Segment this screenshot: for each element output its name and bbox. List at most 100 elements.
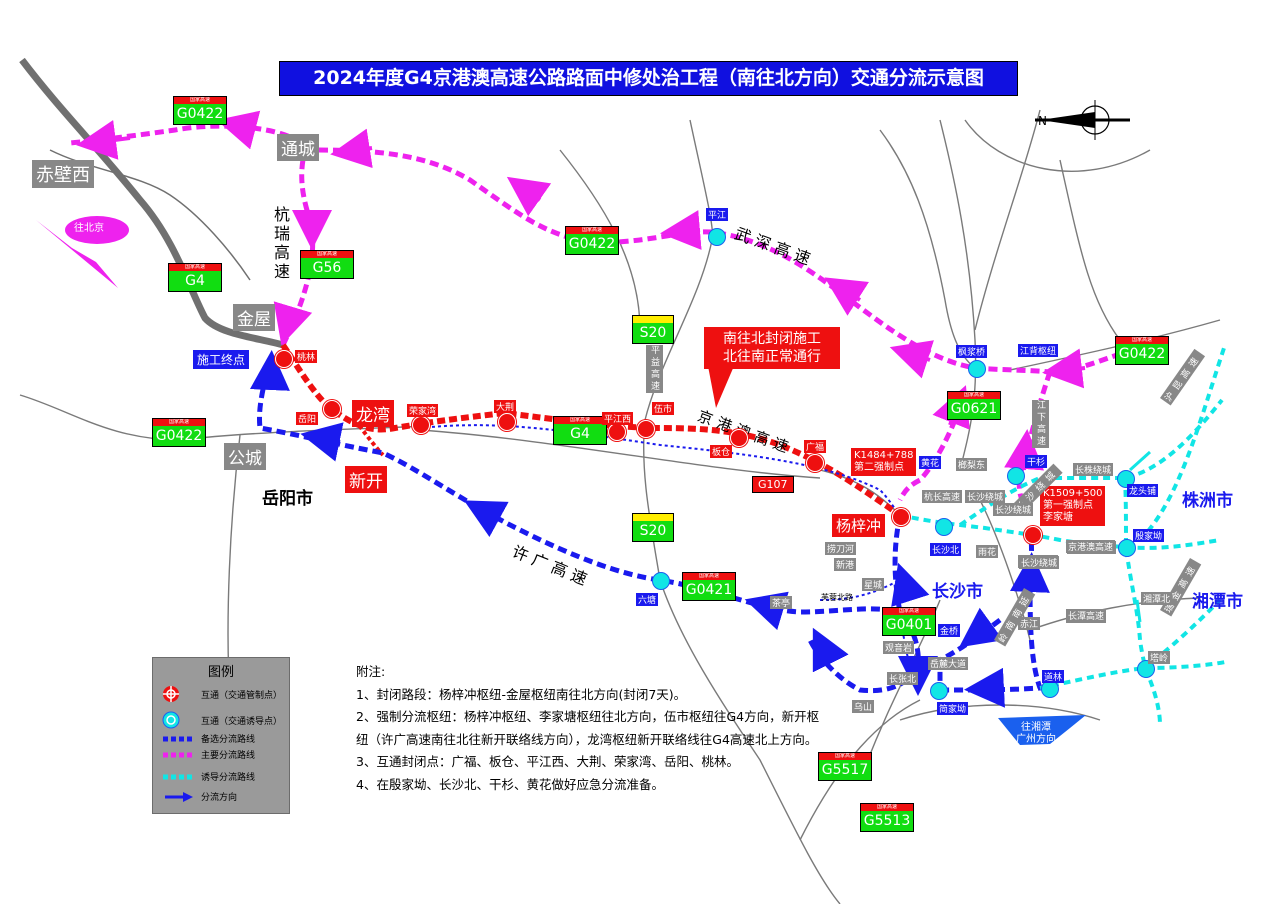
- highway-shield-header: 国家高速: [174, 97, 226, 104]
- compass-n-letter: N: [1038, 114, 1047, 128]
- guide-interchange-icon: [1117, 470, 1135, 488]
- highway-shield: S20: [632, 513, 674, 542]
- city-label-xiangtan: 湘潭市: [1192, 592, 1243, 612]
- interchange-label-guide: 道林: [1042, 670, 1065, 683]
- highway-shield-code: G0401: [885, 617, 933, 633]
- guide-interchange-icon: [1137, 660, 1155, 678]
- highway-shield: 国家高速 G56: [300, 250, 354, 279]
- interchange-label-red: 岳阳: [296, 412, 319, 425]
- interchange-label-guide: 金桥: [938, 624, 961, 637]
- highway-shield-code: S20: [639, 523, 667, 539]
- interchange-label-red: 板仓: [710, 445, 733, 458]
- closed-section-g4: [280, 343, 902, 518]
- interchange-label-guide: 枫浆桥: [956, 345, 988, 358]
- place-label-yangzichong: 杨梓冲: [832, 514, 886, 537]
- note-3: 3、互通封闭点：广福、板仓、平江西、大荆、荣家湾、岳阳、桃林。: [356, 754, 739, 769]
- interchange-label-guide: 龙头铺: [1127, 484, 1159, 497]
- interchange-label-guide: 长株绕城: [1073, 463, 1114, 476]
- interchange-label-guide: 长张北: [887, 672, 919, 685]
- city-label-changsha: 长沙市: [932, 582, 983, 602]
- closure-callout-pointer: [708, 366, 734, 408]
- interchange-label-guide: 六塘: [636, 593, 659, 606]
- interchange-label-guide: 江背枢纽: [1018, 344, 1059, 357]
- legend-item-alternate-route: 备选分流路线: [163, 735, 256, 745]
- highway-shield-code: G0621: [950, 401, 998, 417]
- map-title: 2024年度G4京港澳高速公路路面中修处治工程（南往北方向）交通分流示意图: [279, 61, 1018, 96]
- highway-shield-header: [633, 514, 673, 521]
- legend-item-guided-route: 诱导分流路线: [163, 773, 256, 783]
- guide-interchange-icon: [1007, 467, 1025, 485]
- place-label-longwan: 龙湾: [352, 400, 394, 427]
- highway-shield-header: 国家高速: [169, 264, 221, 271]
- control-point-1-label: K1509+500 第一强制点 李家塘: [1040, 486, 1106, 526]
- note-2: 2、强制分流枢纽：杨梓冲枢纽、李家塘枢纽往北方向，伍市枢纽往G4方向，新开枢纽（…: [356, 709, 820, 747]
- legend-panel: 图例 互通（交通管制点） 互通（交通诱导点） 备选分流路线 主要分流路线 诱导分…: [152, 657, 290, 814]
- interchange-label-guide: 乌山: [852, 700, 875, 713]
- highway-shield-header: [633, 316, 673, 323]
- interchange-label-red: 平江西: [602, 412, 634, 425]
- highway-shield-code: G56: [312, 260, 342, 276]
- interchange-label-guide: 塔岭: [1148, 651, 1171, 664]
- guide-interchange-icon: [1118, 539, 1136, 557]
- main-diversion-arrows: [76, 110, 1086, 471]
- interchange-label-guide: 黄花: [919, 456, 942, 469]
- highway-shield-header: 国家高速: [819, 753, 871, 760]
- guide-interchange-icon: [935, 518, 953, 536]
- g107-shield: G107: [752, 476, 794, 493]
- place-label-jinwu: 金屋: [233, 304, 275, 331]
- notes-heading: 附注:: [356, 664, 386, 679]
- highway-shield-header: 国家高速: [554, 417, 606, 424]
- interchange-label-guide: 岳麓大道: [928, 657, 969, 670]
- south-direction-label: 往湘潭 广州方向: [1016, 722, 1056, 745]
- interchange-label-guide: 赤江: [1018, 617, 1041, 630]
- notes-panel: 附注: 1、封闭路段：杨梓冲枢纽-金屋枢纽南往北方向(封闭7天)。 2、强制分流…: [356, 661, 826, 796]
- interchange-label-guide: 长潭高速: [1066, 609, 1107, 622]
- interchange-label-guide: 杭长高速: [922, 490, 963, 503]
- g4-north-road: [19, 57, 285, 349]
- guide-interchange-icon: [708, 228, 726, 246]
- closure-callout: 南往北封闭施工 北往南正常通行: [704, 327, 840, 369]
- interchange-label-guide: 观音岩: [883, 641, 915, 654]
- highway-shield-code: S20: [639, 325, 667, 341]
- highway-shield: 国家高速 G5517: [818, 752, 872, 781]
- legend-item-guide-point: 互通（交通诱导点）: [161, 710, 282, 730]
- highway-shield-code: G5517: [821, 762, 869, 778]
- guided-diversion-arrows: [1128, 450, 1152, 623]
- control-point-2-label: K1484+788 第二强制点: [851, 448, 917, 476]
- interchange-label-guide: 捞刀河: [825, 542, 857, 555]
- interchange-label-red: 广福: [804, 440, 827, 453]
- control-interchange-icon: [806, 454, 824, 472]
- interchange-label-guide: 干杉: [1025, 455, 1048, 468]
- highway-shield-header: 国家高速: [683, 573, 735, 580]
- interchange-label-guide: 茶亭: [770, 596, 793, 609]
- interchange-label-guide: 长沙绕城: [993, 503, 1034, 516]
- interchange-label-guide: 长沙北: [930, 543, 962, 556]
- interchange-label-guide: 简家坳: [937, 702, 969, 715]
- highway-shield-header: 国家高速: [301, 251, 353, 258]
- place-label-gongcheng: 公城: [224, 443, 266, 470]
- note-1: 1、封闭路段：杨梓冲枢纽-金屋枢纽南往北方向(封闭7天)。: [356, 686, 687, 702]
- interchange-label-guide: 长沙绕城: [1019, 556, 1060, 569]
- control-interchange-icon: [323, 400, 341, 418]
- interchange-label-guide: 京港澳高速: [1066, 540, 1116, 553]
- control-interchange-icon: [637, 420, 655, 438]
- control-interchange-icon: [275, 350, 293, 368]
- north-direction-ellipse: [65, 216, 129, 244]
- legend-item-control-point: 互通（交通管制点）: [161, 684, 282, 704]
- interchange-label-guide: 星城: [862, 578, 885, 591]
- highway-shield-code: G0422: [155, 428, 203, 444]
- interchange-label-red: 荣家湾: [407, 404, 439, 417]
- legend-item-main-route: 主要分流路线: [163, 751, 256, 761]
- south-arrow-shape: [998, 715, 1086, 745]
- interchange-label-guide: 殷家坳: [1133, 529, 1165, 542]
- guide-interchange-icon: [930, 682, 948, 700]
- compass-rose: [1035, 100, 1130, 140]
- interchange-label-red: 大荆: [494, 400, 517, 413]
